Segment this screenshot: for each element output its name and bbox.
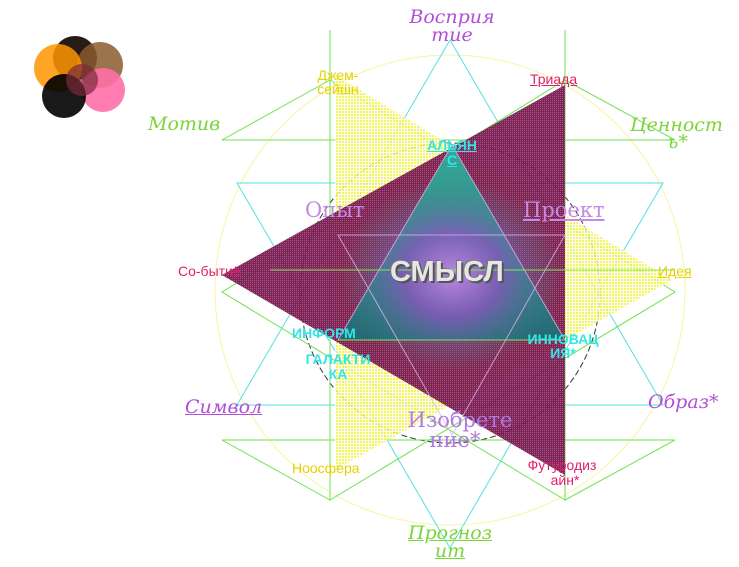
logo-circles [34,36,125,118]
label-cennost-1: Ценност [630,114,723,136]
label-cennost-2: ь* [668,131,688,153]
label-obraz: Образ* [648,391,719,413]
label-motiv: Мотив [148,113,221,135]
label-vosprijatie-2: тие [431,24,473,46]
label-vosprijatie-1: Восприя [409,6,495,28]
label-simvol: Символ [185,396,263,418]
label-galaktika-2: КА [328,366,348,382]
label-sobytie: Со-бытиё [178,263,241,279]
center-glow [342,180,562,370]
label-inform: ИНФОРМ [292,325,356,341]
inner-green-lines [270,269,675,341]
label-prognoz-2: ит [434,540,466,562]
label-triada: Триада [530,71,578,87]
label-aljans-2: С [446,152,458,168]
label-dzhem-1: Джем- [317,67,359,83]
label-innovacija-1: ИННОВАЦ [527,331,599,347]
label-noosfera: Ноосфера [292,460,360,476]
label-aljans-1: АЛЬЯН [427,137,477,153]
label-innovacija-2: ИЯ* [550,345,576,361]
center-label: СМЫСЛ [390,256,504,288]
label-galaktika-1: ГАЛАКТИ [305,351,371,367]
label-proekt: Проект [523,198,605,222]
label-prognoz-1: Прогноз [407,522,493,544]
outer-circle [214,54,686,526]
label-izobretenie-1: Изобрете [407,408,513,432]
label-ideja: Идея [658,263,692,279]
label-futurodizain-1: Футуродиз [527,457,597,473]
label-dzhem-2: сейшн [317,81,359,97]
label-opyt: Опыт [305,198,365,222]
label-izobretenie-2: ние* [429,428,481,452]
label-futurodizain-2: айн* [550,472,580,488]
